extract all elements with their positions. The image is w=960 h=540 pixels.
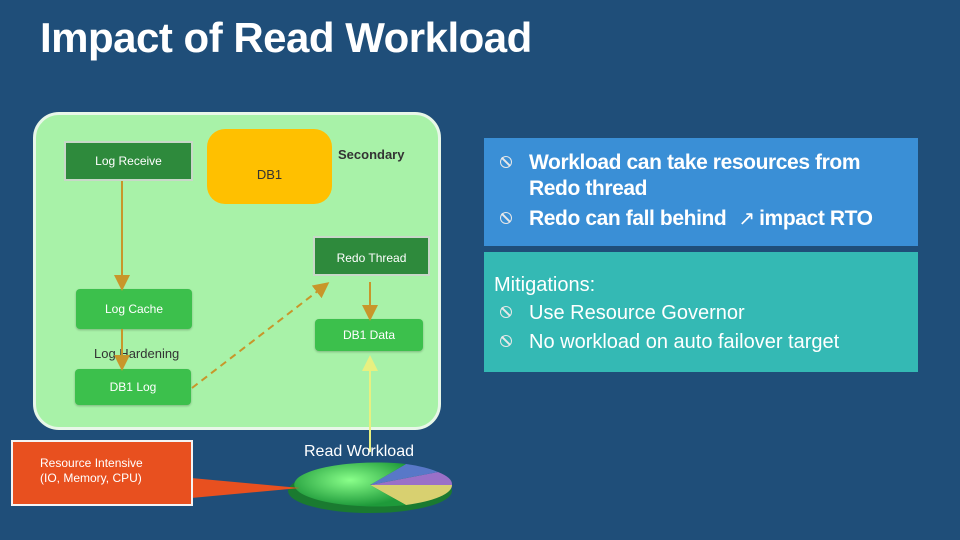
- pie-base: [288, 469, 452, 513]
- mitigation-item-label: Use Resource Governor: [529, 302, 745, 324]
- db1-log-box: DB1 Log: [75, 369, 191, 405]
- pie-slice-purple: [370, 472, 453, 485]
- log-receive-label: Log Receive: [95, 154, 162, 168]
- impact-bullet-1-line-1: Workload can take resources from: [529, 151, 861, 174]
- log-hardening-label: Log Hardening: [94, 346, 180, 361]
- mitigation-item: Use Resource Governor: [500, 300, 745, 326]
- mitigations-heading: Mitigations:: [494, 274, 596, 296]
- impact-bullet-2-part-1: Redo can fall behind: [529, 207, 727, 230]
- db1-label: DB1: [256, 167, 283, 182]
- impact-bullet-2: Redo can fall behind ↗ impact RTO: [500, 206, 873, 232]
- impact-bullet-1-line-2: Redo thread: [529, 177, 648, 200]
- mitigation-item: No workload on auto failover target: [500, 329, 839, 355]
- bullet-icon: [500, 306, 512, 318]
- workload-pie-chart: [288, 462, 453, 513]
- callout-line-2: (IO, Memory, CPU): [40, 471, 142, 485]
- pie-slice-blue: [370, 464, 438, 485]
- log-cache-label: Log Cache: [104, 302, 164, 316]
- secondary-label: Secondary: [338, 147, 405, 162]
- db1-data-box: DB1 Data: [315, 319, 423, 351]
- impact-bullet-1: Workload can take resources from Redo th…: [500, 150, 861, 202]
- slide-title: Impact of Read Workload: [40, 14, 532, 61]
- log-receive-box: Log Receive: [64, 141, 193, 181]
- impact-panel: Workload can take resources from Redo th…: [484, 138, 918, 246]
- redo-thread-box: Redo Thread: [313, 236, 430, 276]
- db1-data-label: DB1 Data: [342, 328, 396, 342]
- mitigation-item-label: No workload on auto failover target: [529, 331, 840, 353]
- log-cache-box: Log Cache: [76, 289, 192, 329]
- callout-line-1: Resource Intensive: [40, 456, 143, 470]
- db1-log-label: DB1 Log: [109, 380, 157, 394]
- bullet-icon: [500, 335, 512, 347]
- resource-intensive-callout: Resource Intensive (IO, Memory, CPU): [11, 440, 193, 506]
- impact-bullet-2-part-2: impact RTO: [759, 207, 873, 230]
- mitigations-panel: Mitigations: Use Resource Governor No wo…: [484, 252, 918, 372]
- pie-slice-green: [294, 462, 406, 507]
- pie-slice-yellow: [370, 485, 453, 505]
- implies-arrow-icon: ↗: [738, 208, 756, 230]
- read-workload-label: Read Workload: [304, 443, 414, 460]
- redo-thread-label: Redo Thread: [336, 251, 407, 265]
- bullet-icon: [500, 156, 512, 168]
- bullet-icon: [500, 212, 512, 224]
- callout-pointer: [191, 478, 300, 498]
- db1-database-icon: DB1: [207, 129, 332, 204]
